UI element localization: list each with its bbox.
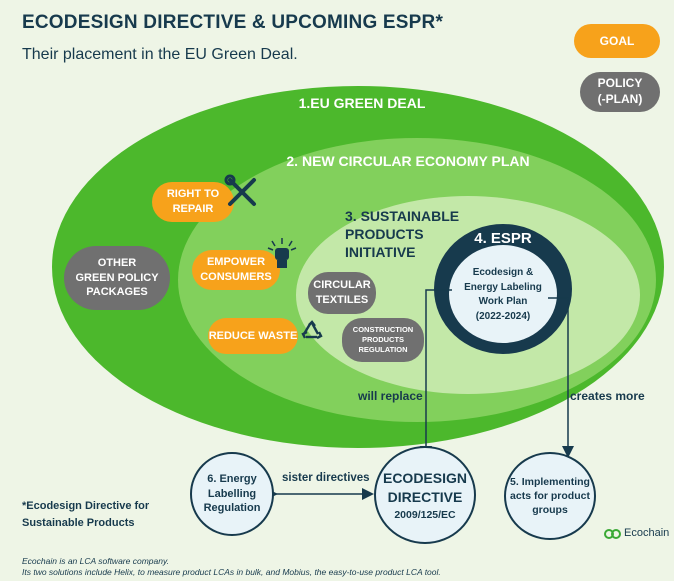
ecodesign-directive-title: ECODESIGN DIRECTIVE — [382, 470, 467, 505]
implementing-acts-circle: 5. Implementing acts for product groups — [504, 452, 596, 540]
goal-empower-consumers-label: EMPOWER CONSUMERS — [200, 256, 272, 283]
creates-more-arrow — [548, 297, 574, 458]
policy-circular-textiles: CIRCULAR TEXTILES — [308, 272, 376, 314]
goal-right-to-repair: RIGHT TO REPAIR — [152, 182, 234, 222]
policy-construction-label: CONSTRUCTION PRODUCTS REGULATION — [352, 324, 414, 355]
page-subtitle: Their placement in the EU Green Deal. — [22, 46, 298, 63]
recycle-icon — [301, 320, 323, 340]
legend-goal: GOAL — [574, 24, 660, 58]
legend-policy-label: POLICY (-PLAN) — [597, 76, 643, 106]
tools-icon — [224, 174, 256, 206]
goal-reduce-waste-label: REDUCE WASTE — [208, 329, 298, 342]
ecochain-logo-icon — [604, 529, 621, 539]
legend-goal-label: GOAL — [599, 34, 635, 48]
will-replace-label: will replace — [358, 389, 423, 403]
footer-line-2: Its two solutions include Helix, to meas… — [22, 567, 441, 577]
energy-labelling-label: 6. Energy Labelling Regulation — [203, 472, 261, 515]
policy-construction-products: CONSTRUCTION PRODUCTS REGULATION — [342, 318, 424, 362]
goal-right-to-repair-label: RIGHT TO REPAIR — [166, 188, 220, 215]
policy-circular-textiles-label: CIRCULAR TEXTILES — [313, 279, 371, 306]
sustainable-products-label: 3. SUSTAINABLE PRODUCTS INITIATIVE — [345, 208, 460, 261]
policy-other-green-packages: OTHER GREEN POLICY PACKAGES — [64, 246, 170, 310]
goal-empower-consumers: EMPOWER CONSUMERS — [192, 250, 280, 290]
goal-reduce-waste: REDUCE WASTE — [208, 318, 298, 354]
page-title: ECODESIGN DIRECTIVE & UPCOMING ESPR* — [22, 12, 444, 33]
footer-line-1: Ecochain is an LCA software company. — [22, 556, 169, 566]
footnote: *Ecodesign Directive for Sustainable Pro… — [22, 500, 150, 529]
circular-economy-label: 2. NEW CIRCULAR ECONOMY PLAN — [286, 153, 530, 169]
will-replace-arrow — [420, 289, 452, 458]
creates-more-label: creates more — [570, 389, 645, 403]
espr-circle — [434, 224, 572, 354]
espr-body: Ecodesign & Energy Labeling Work Plan (2… — [464, 267, 542, 322]
legend-policy: POLICY (-PLAN) — [580, 72, 660, 112]
sister-directives-label: sister directives — [282, 472, 370, 484]
espr-title: 4. ESPR — [474, 230, 532, 247]
energy-labelling-circle: 6. Energy Labelling Regulation — [190, 452, 274, 536]
eu-green-deal-label: 1.EU GREEN DEAL — [298, 95, 426, 111]
ecodesign-directive-code: 2009/125/EC — [394, 508, 456, 521]
ecochain-brand: Ecochain — [624, 527, 670, 539]
ecodesign-directive-circle: ECODESIGN DIRECTIVE 2009/125/EC — [374, 446, 476, 544]
policy-other-green-label: OTHER GREEN POLICY PACKAGES — [75, 256, 159, 299]
implementing-acts-label: 5. Implementing acts for product groups — [510, 475, 590, 517]
fist-icon — [267, 238, 297, 268]
